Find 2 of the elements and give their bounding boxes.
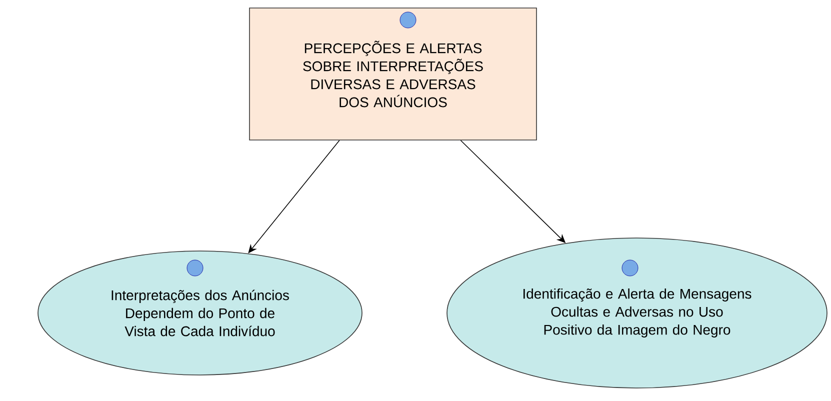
- title-box: PERCEPÇÕES E ALERTAS SOBRE INTERPRETAÇÕES DIVERSAS E ADVERSAS DOS ANÚNCIOS: [249, 8, 537, 140]
- arrow: [248, 140, 340, 254]
